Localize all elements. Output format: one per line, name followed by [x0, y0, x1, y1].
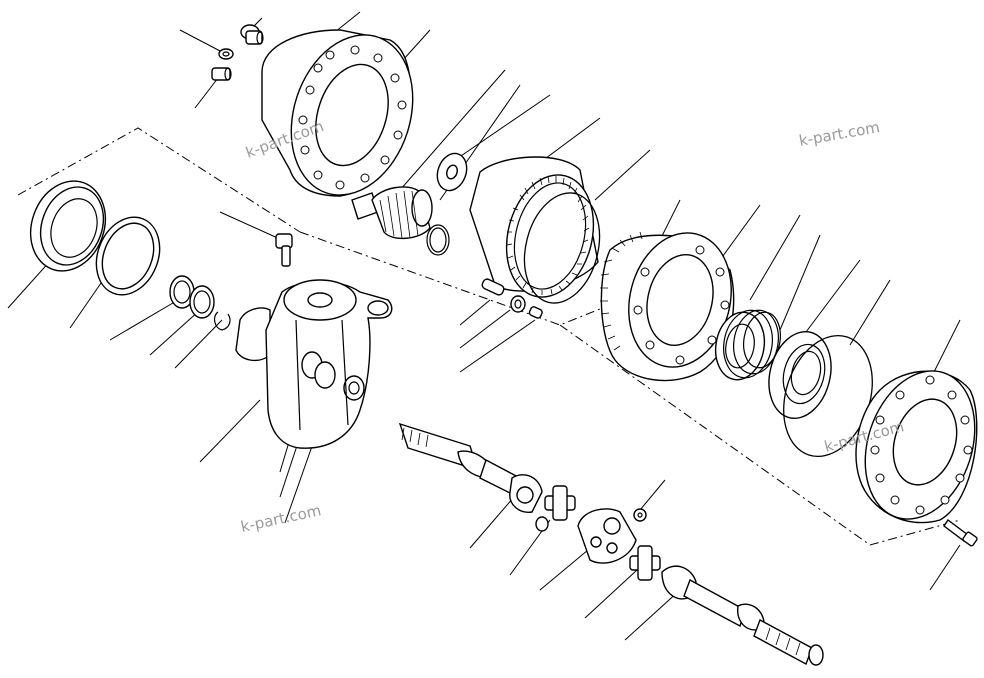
thrust-washer [436, 152, 468, 192]
drive-shaft [398, 422, 543, 513]
snap-ring-small [426, 224, 450, 256]
tapered-roller-bearing [714, 309, 781, 381]
universal-joint-cross-1 [535, 485, 576, 532]
grease-nipple [275, 233, 293, 267]
bolt-pin-ring [481, 278, 543, 319]
snap-ring-left [213, 311, 231, 331]
steering-knuckle [235, 279, 393, 449]
leader-lines [7, 11, 961, 641]
planetary-hub [600, 231, 735, 382]
screw-small-2 [211, 67, 232, 81]
stub-shaft [661, 565, 824, 666]
screw-small-1 [218, 48, 234, 60]
seal-ring-left [95, 216, 161, 296]
watermark-2: k-part.com [798, 118, 882, 150]
wheel-flange [855, 370, 978, 524]
screw-plug-top [240, 24, 264, 45]
assembly-axis-outline [17, 127, 961, 546]
double-yoke-center [577, 508, 637, 564]
pinion-gear [351, 186, 433, 239]
spacer-ring-2 [189, 285, 215, 319]
hub-carrier [261, 29, 414, 197]
ring-gear-drum [469, 156, 601, 304]
watermark-4: k-part.com [239, 501, 323, 536]
grease-fitting-center [633, 508, 647, 522]
bearing-left [29, 180, 107, 272]
universal-joint-cross-2 [629, 545, 661, 581]
flange-bolt [943, 518, 978, 547]
